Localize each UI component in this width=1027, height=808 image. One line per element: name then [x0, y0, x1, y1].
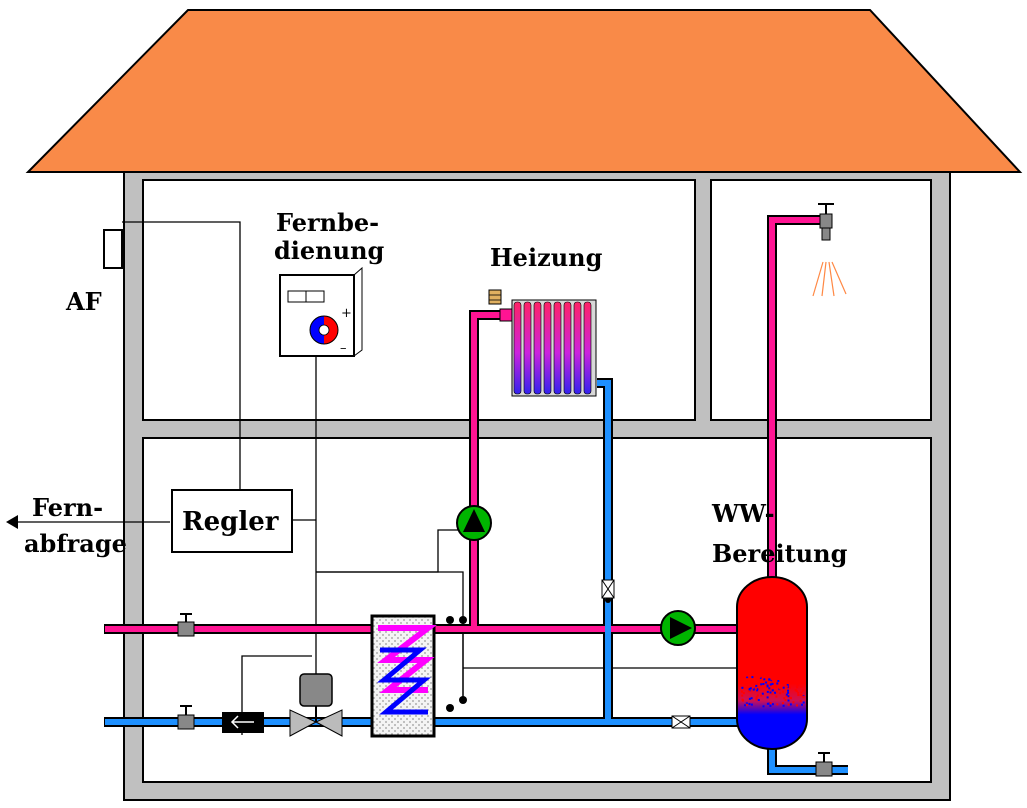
heating-pump — [456, 505, 492, 541]
heat-exchanger — [370, 614, 437, 738]
label-ww-1: WW- — [711, 499, 775, 528]
fernabfrage-arrow-head — [6, 515, 18, 529]
thermostatic-valve — [488, 289, 513, 322]
tap-icon — [812, 203, 847, 297]
label-heizung: Heizung — [490, 243, 603, 272]
regler-box — [171, 489, 293, 553]
label-fernbedienung-1: Fernbe- — [276, 208, 379, 237]
shutoff-valves — [177, 613, 833, 777]
riser-balancing-valve — [601, 579, 615, 599]
control-valve — [289, 673, 343, 737]
supply-shutoff-valve — [177, 613, 195, 637]
remote-plus-sign: + — [341, 306, 352, 321]
house — [25, 9, 1023, 801]
label-fernabfrage-2: abfrage — [24, 529, 127, 558]
balancing-valves — [601, 579, 691, 729]
left-arrow-icon — [222, 712, 264, 733]
label-regler: Regler — [182, 507, 279, 537]
remote-control: + – — [279, 266, 363, 357]
label-af: AF — [65, 287, 102, 316]
label-fernbedienung-2: dienung — [274, 236, 385, 265]
label-fernabfrage-1: Fern- — [32, 493, 103, 522]
radiator — [488, 289, 597, 397]
pump-icon — [456, 505, 696, 646]
label-ww-2: Bereitung — [712, 539, 848, 568]
tank-drain-valve — [815, 752, 833, 777]
labels: AF Fernbe- dienung Heizung Regler Fern- … — [24, 208, 848, 568]
outdoor-sensor — [103, 229, 123, 269]
dial-icon — [309, 315, 339, 345]
remote-minus-sign: – — [340, 341, 347, 356]
dhw-pump — [660, 610, 696, 646]
return-balancing-valve — [671, 715, 691, 729]
return-shutoff-valve — [177, 705, 195, 730]
hot-water-tank — [736, 576, 808, 750]
roof — [25, 9, 1023, 173]
